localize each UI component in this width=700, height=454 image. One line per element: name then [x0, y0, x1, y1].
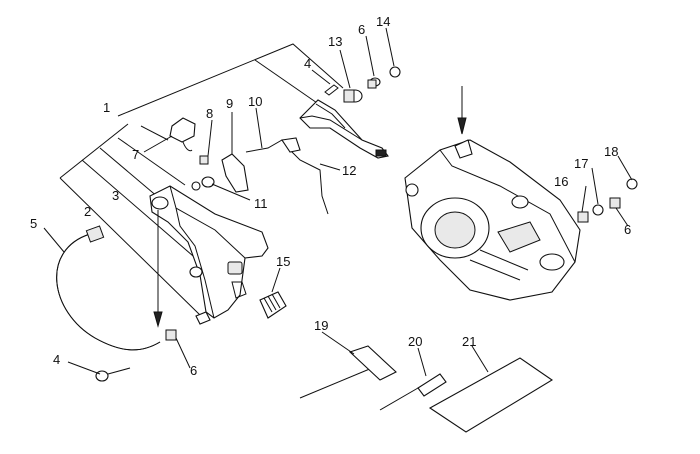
top-fasteners: [324, 66, 401, 103]
callout-8: 8: [206, 106, 213, 121]
switch-part: [169, 117, 196, 152]
callout-6-bottom: 6: [190, 363, 197, 378]
callout-3: 3: [112, 188, 119, 203]
callout-16: 16: [554, 174, 568, 189]
callout-12: 12: [342, 163, 356, 178]
leader-lines: [43, 27, 633, 377]
callout-19: 19: [314, 318, 328, 333]
callout-13: 13: [328, 34, 342, 49]
top-handle: [299, 99, 389, 159]
filter-part: [259, 291, 287, 319]
bottom-screws: [95, 311, 211, 382]
callout-5: 5: [30, 216, 37, 231]
callout-21: 21: [462, 334, 476, 349]
callout-4-top: 4: [304, 56, 311, 71]
callout-18: 18: [604, 144, 618, 159]
tools: [299, 345, 554, 433]
callout-10: 10: [248, 94, 262, 109]
callout-6-right: 6: [624, 222, 631, 237]
callout-1: 1: [103, 100, 110, 115]
trigger-assembly: [191, 137, 329, 215]
callout-20: 20: [408, 334, 422, 349]
callout-2: 2: [84, 204, 91, 219]
callout-6-top: 6: [358, 22, 365, 37]
callout-11: 11: [254, 196, 268, 211]
main-housing: [404, 139, 581, 301]
assembly-arrows: [153, 86, 467, 328]
handle-cover: [149, 185, 269, 319]
callout-7: 7: [132, 147, 139, 162]
item-1-bracket: [59, 43, 344, 316]
callout-4-bottom: 4: [53, 352, 60, 367]
hose: [56, 225, 161, 351]
callout-17: 17: [574, 156, 588, 171]
side-screws: [577, 178, 638, 223]
callout-15: 15: [276, 254, 290, 269]
callout-labels: 1 2 3 4 4 5 6 6 6 7 8 9 10 11 12 13 14 1…: [30, 14, 631, 378]
callout-14: 14: [376, 14, 390, 29]
callout-9: 9: [226, 96, 233, 111]
